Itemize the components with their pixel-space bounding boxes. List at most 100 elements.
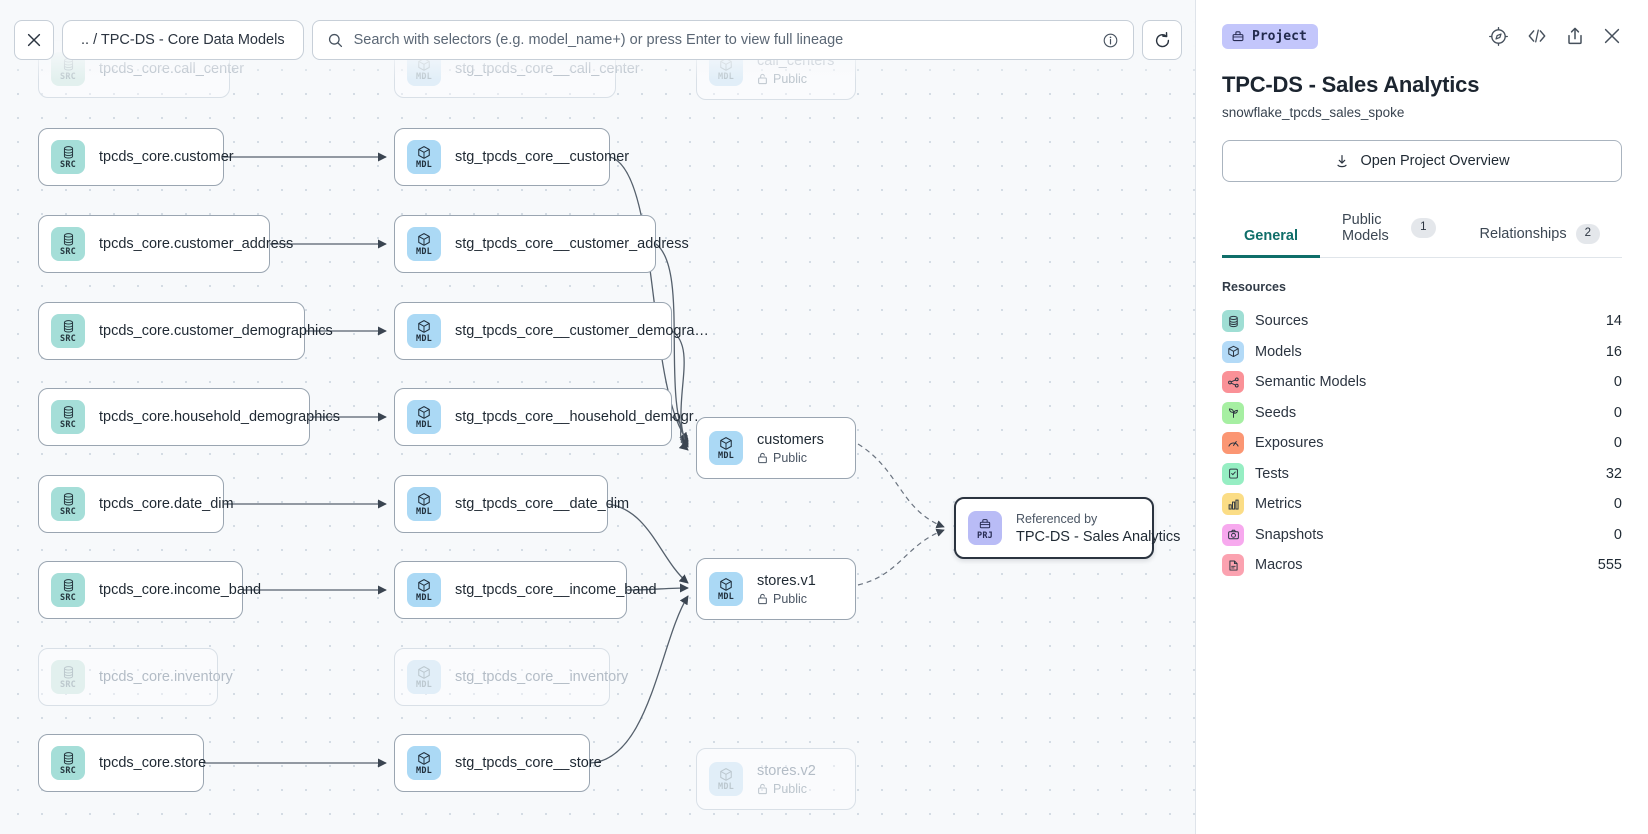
cube-icon	[418, 405, 430, 419]
open-project-overview-button[interactable]: Open Project Overview	[1222, 140, 1622, 182]
cube-icon	[418, 145, 430, 159]
database-icon	[63, 665, 73, 679]
resource-label: Metrics	[1255, 496, 1302, 513]
close-panel-icon[interactable]	[1602, 26, 1622, 46]
close-icon	[27, 33, 41, 47]
node-type-badge-src: SRC	[51, 746, 85, 780]
node-label: stg_tpcds_core__date_dim	[455, 496, 630, 512]
tab-count: 2	[1575, 224, 1600, 244]
tab-label: General	[1244, 228, 1298, 244]
cube-icon	[418, 492, 430, 506]
project-type-chip[interactable]: Project	[1222, 23, 1318, 49]
details-panel: Project	[1196, 0, 1648, 834]
search-bar[interactable]	[311, 20, 1134, 60]
search-icon	[328, 33, 342, 47]
node-type-badge-src: SRC	[51, 227, 85, 261]
refresh-button[interactable]	[1142, 20, 1182, 60]
cube-icon	[720, 767, 732, 781]
explore-icon[interactable]	[1488, 26, 1509, 47]
node-type-badge-mdl: MDL	[407, 487, 441, 521]
close-lineage-button[interactable]	[14, 20, 54, 60]
lineage-node-src_store[interactable]: SRC tpcds_core.store	[38, 734, 207, 792]
node-label: stores.v2	[757, 762, 816, 779]
node-type-badge-src: SRC	[51, 573, 85, 607]
node-label: stg_tpcds_core__income_band	[455, 582, 657, 598]
resource-row-seeds[interactable]: Seeds 0	[1222, 398, 1622, 429]
info-icon[interactable]	[1102, 32, 1119, 49]
checklist-icon	[1222, 462, 1244, 485]
node-label: stores.v1	[757, 572, 816, 589]
share-icon[interactable]	[1565, 26, 1585, 46]
lineage-node-src_date_dim[interactable]: SRC tpcds_core.date_dim	[38, 475, 234, 533]
database-icon	[63, 145, 73, 159]
node-label: tpcds_core.store	[99, 755, 207, 771]
node-type-badge-mdl: MDL	[407, 227, 441, 261]
lock-icon	[758, 783, 767, 794]
node-type-badge-src: SRC	[51, 487, 85, 521]
database-icon	[63, 578, 73, 592]
node-visibility: Public	[757, 782, 816, 796]
breadcrumb[interactable]: .. / TPC-DS - Core Data Models	[62, 20, 304, 60]
node-type-badge-mdl: MDL	[709, 431, 743, 465]
node-type-badge-mdl: MDL	[709, 572, 743, 606]
node-label: tpcds_core.customer_demographics	[99, 323, 333, 339]
resource-label: Seeds	[1255, 404, 1297, 421]
resource-count: 0	[1613, 404, 1622, 421]
node-type-badge-src: SRC	[51, 140, 85, 174]
resource-count: 0	[1613, 526, 1622, 543]
refresh-icon	[1155, 31, 1169, 47]
tab-label: Public Models	[1342, 212, 1389, 244]
node-label: stg_tpcds_core__store	[455, 755, 602, 771]
resource-count: 14	[1605, 313, 1622, 330]
node-label: stg_tpcds_core__customer_demogra…	[455, 323, 709, 339]
code-icon[interactable]	[1526, 26, 1548, 46]
search-input[interactable]	[353, 32, 1092, 48]
gauge-icon	[1222, 432, 1244, 455]
lock-icon	[758, 593, 767, 604]
resource-row-snapshots[interactable]: Snapshots 0	[1222, 520, 1622, 551]
lineage-canvas[interactable]: SRCtpcds_core.call_centerMDLstg_tpcds_co…	[0, 0, 1196, 834]
cube-icon	[418, 665, 430, 679]
resource-count: 0	[1613, 496, 1622, 513]
node-type-badge-mdl: MDL	[407, 140, 441, 174]
resource-row-metrics[interactable]: Metrics 0	[1222, 489, 1622, 520]
cube-icon	[418, 319, 430, 333]
sprout-icon	[1222, 401, 1244, 424]
lineage-node-mdl_date_dim[interactable]: MDL stg_tpcds_core__date_dim	[394, 475, 629, 533]
node-label: customers	[757, 431, 824, 448]
node-type-badge-mdl: MDL	[407, 660, 441, 694]
database-icon	[63, 405, 73, 419]
node-type-badge-mdl: MDL	[407, 400, 441, 434]
resource-label: Exposures	[1255, 435, 1324, 452]
camera-icon	[1222, 523, 1244, 546]
tab-general[interactable]: General	[1222, 220, 1320, 258]
node-label: stg_tpcds_core__inventory	[455, 669, 629, 685]
node-label: tpcds_core.date_dim	[99, 496, 234, 512]
resource-label: Snapshots	[1255, 526, 1324, 543]
